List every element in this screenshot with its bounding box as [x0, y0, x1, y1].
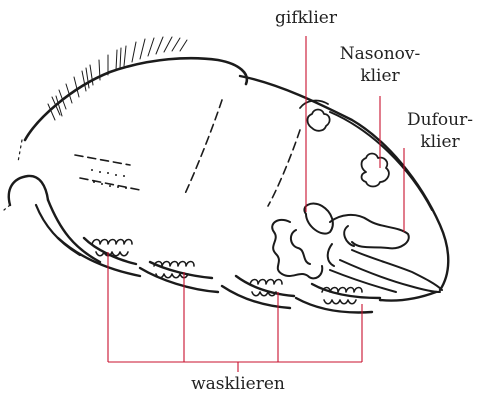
dufour-gland	[362, 154, 389, 187]
leader-wasklieren-bracket	[108, 252, 362, 372]
dashed-lines	[75, 100, 300, 206]
label-dufour-line1: Dufour-	[398, 110, 482, 130]
hair-fringe	[48, 37, 187, 120]
label-gifklier: gifklier	[262, 8, 350, 28]
leader-lines	[108, 36, 404, 372]
venom-apparatus	[272, 204, 442, 292]
label-wasklieren: wasklieren	[168, 374, 308, 394]
nasonov-gland	[300, 101, 330, 131]
label-nasonov-line2: klier	[330, 66, 430, 86]
label-dufour-line2: klier	[398, 132, 482, 152]
body-contour	[4, 58, 448, 290]
label-nasonov-line1: Nasonov-	[330, 44, 430, 64]
